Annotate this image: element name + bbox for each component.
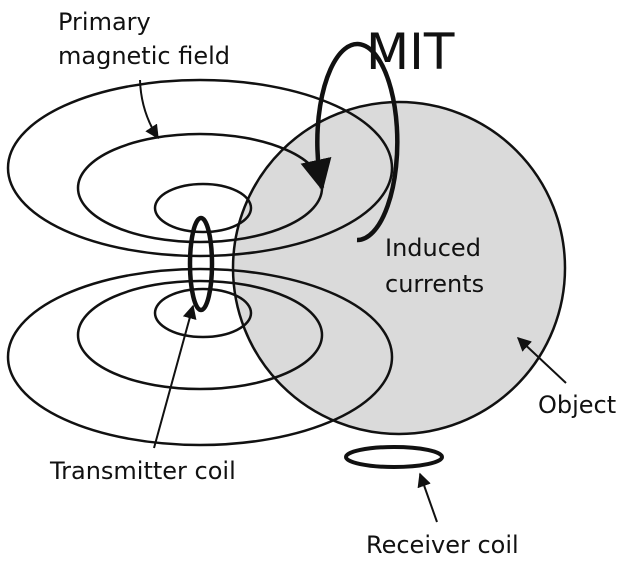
label-induced-line2: currents [385, 270, 484, 298]
field-line-upper-outer [6, 78, 394, 258]
arrow-to-primary-field [139, 79, 159, 140]
field-line-upper-inner [153, 182, 253, 234]
arrow-to-receiver [417, 472, 438, 523]
label-primary-field-line2: magnetic field [58, 42, 230, 70]
field-lines-lower [6, 267, 394, 447]
transmitter-coil [187, 215, 215, 313]
label-induced-line1: Induced [385, 234, 481, 262]
arrow-to-transmitter [153, 304, 197, 449]
field-line-lower-middle [76, 279, 324, 391]
induced-current-loop [300, 41, 400, 243]
pointer-arrows [139, 79, 567, 523]
field-line-lower-inner [153, 287, 253, 339]
field-line-lower-outer [6, 267, 394, 447]
label-receiver: Receiver coil [366, 531, 519, 559]
diagram-title: MIT [366, 23, 455, 81]
receiver-coil [344, 445, 444, 469]
label-primary-field-line1: Primary [58, 8, 151, 36]
label-transmitter: Transmitter coil [49, 457, 236, 485]
arrow-to-object [516, 337, 567, 384]
label-object: Object [538, 391, 616, 419]
